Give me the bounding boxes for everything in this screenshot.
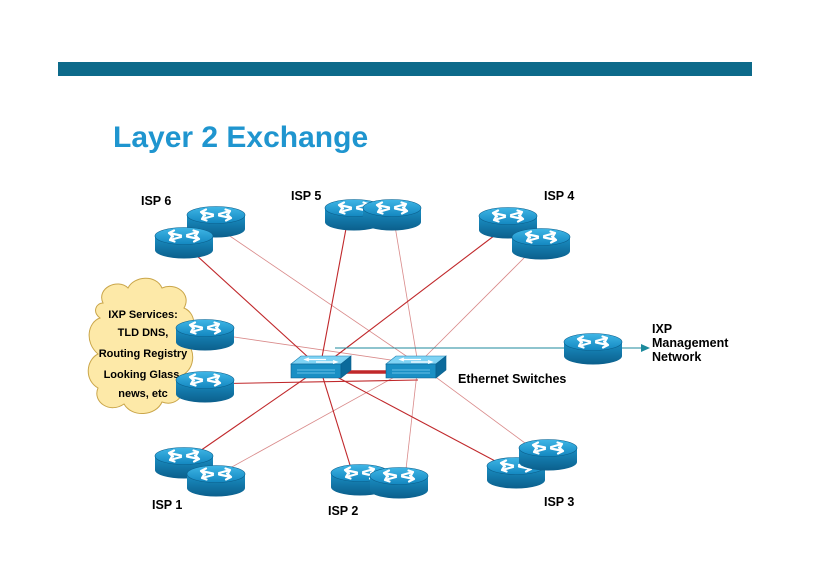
isp5-label: ISP 5 — [291, 189, 321, 203]
isp5-routers — [323, 198, 423, 232]
ethernet-switch-right-icon — [385, 355, 447, 379]
isp1-routers — [153, 446, 247, 498]
management-label-line-2: Management — [652, 336, 729, 350]
router-icon — [174, 318, 236, 352]
isp3-routers — [485, 438, 579, 490]
router-icon — [185, 464, 247, 498]
cloud-line-3: Routing Registry — [99, 348, 188, 360]
cloud-line-1: IXP Services: — [108, 309, 178, 321]
router-icon — [368, 466, 430, 500]
ethernet-switches-label: Ethernet Switches — [458, 372, 566, 386]
router-icon — [517, 438, 579, 472]
header-bar — [58, 62, 752, 76]
router-icon — [510, 227, 572, 261]
ethernet-switch-left-icon — [290, 355, 352, 379]
isp2-routers — [329, 463, 430, 500]
router-icon — [361, 198, 423, 232]
secondary-links — [199, 219, 549, 479]
isp3-label: ISP 3 — [544, 495, 574, 509]
isp6-label: ISP 6 — [141, 194, 171, 208]
cloud-line-2: TLD DNS, — [118, 327, 169, 339]
isp4-label: ISP 4 — [544, 189, 574, 203]
router-icon — [153, 226, 215, 260]
management-label-line-3: Network — [652, 350, 701, 364]
isp4-routers — [477, 206, 572, 261]
cloud-line-4: Looking Glass, — [104, 369, 183, 381]
router-icon — [562, 332, 624, 366]
management-router — [562, 332, 624, 366]
cloud-line-5: news, etc — [118, 388, 168, 400]
router-icon — [174, 370, 236, 404]
management-label-line-1: IXP — [652, 322, 672, 336]
isp6-routers — [153, 205, 247, 260]
isp2-label: ISP 2 — [328, 504, 358, 518]
isp1-label: ISP 1 — [152, 498, 182, 512]
page-title: Layer 2 Exchange — [113, 121, 369, 154]
primary-links — [183, 217, 513, 479]
ixp-services-cloud: IXP Services: TLD DNS, Routing Registry … — [87, 277, 195, 414]
